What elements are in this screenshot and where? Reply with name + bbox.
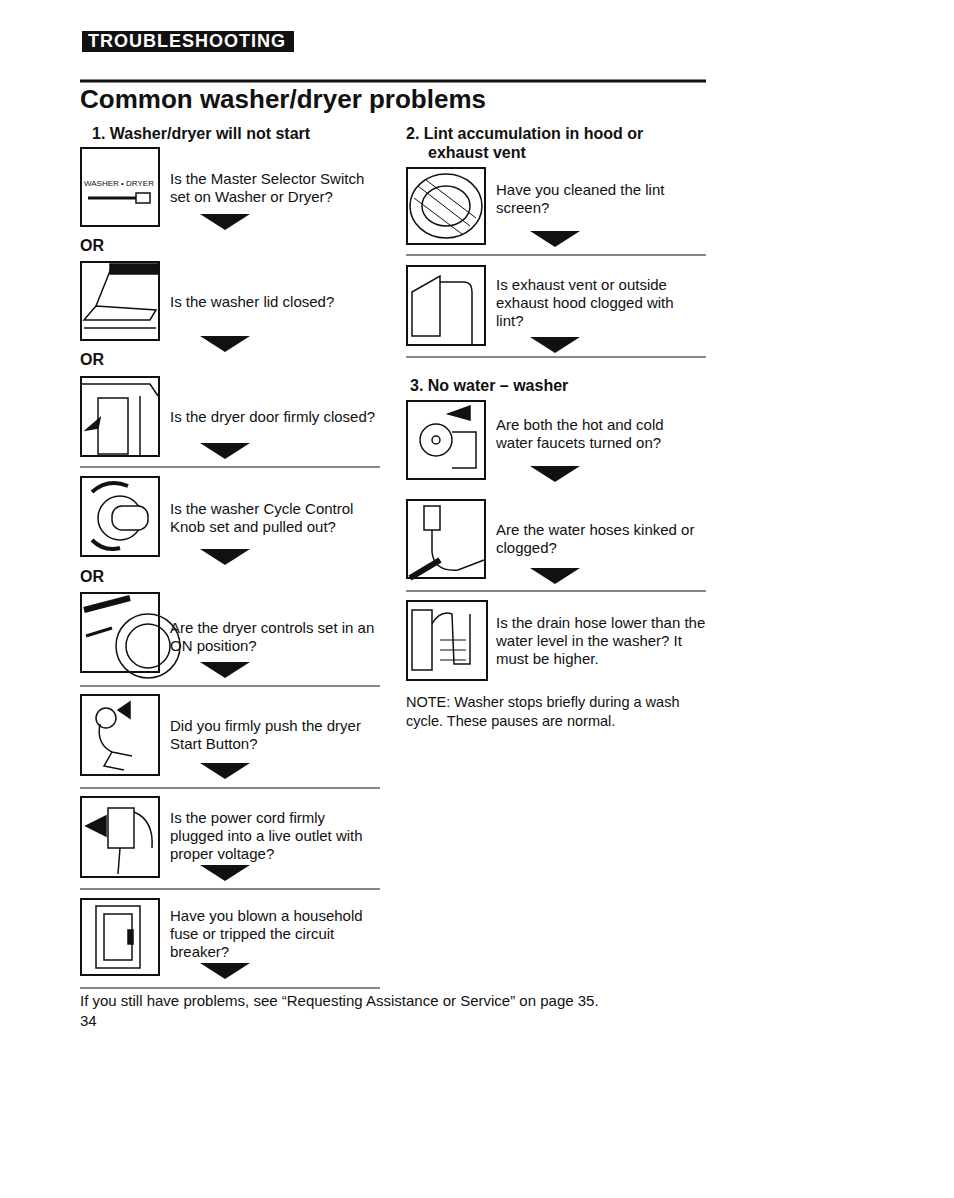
page-number: 34	[80, 1011, 97, 1030]
icons	[82, 174, 484, 968]
question-text: Have you cleaned the lint screen?	[496, 181, 696, 217]
icon-box: Is the power cord firmly plugged into a …	[80, 796, 160, 878]
question-text: Are both the hot and cold water faucets …	[496, 416, 696, 452]
question-text: Is the washer Cycle Control Knob set and…	[170, 500, 380, 536]
question-text: Is the power cord firmly plugged into a …	[170, 809, 380, 863]
rule-lines	[80, 81, 706, 988]
icon-box: Is the washer lid closed?	[80, 261, 160, 341]
question-text: Have you blown a household fuse or tripp…	[170, 907, 380, 961]
icon-box: Is the drain hose lower than the water l…	[406, 600, 488, 681]
icon-box: Are the dryer controls set in an ON posi…	[80, 592, 160, 673]
section-heading: 2. Lint accumulation in hood or exhaust …	[406, 124, 708, 162]
question-text: Are the dryer controls set in an ON posi…	[170, 619, 385, 655]
icon-box: WASHER • DRYERIs the Master Selector Swi…	[80, 147, 160, 227]
footer-text: If you still have problems, see “Request…	[80, 991, 840, 1010]
section-heading: 3. No water – washer	[410, 376, 700, 395]
icon-box: Is exhaust vent or outside exhaust hood …	[406, 265, 486, 346]
icon-box: Is the washer Cycle Control Knob set and…	[80, 476, 160, 557]
question-text: Are the water hoses kinked or clogged?	[496, 521, 696, 557]
question-text: Is the Master Selector Switch set on Was…	[170, 170, 380, 206]
question-text: Is the dryer door firmly closed?	[170, 408, 385, 426]
question-text: Is the washer lid closed?	[170, 293, 380, 311]
page-title: Common washer/dryer problems	[80, 84, 486, 115]
or-label: OR	[80, 236, 104, 255]
question-text: Is the drain hose lower than the water l…	[496, 614, 706, 668]
icon-box: Is the dryer door firmly closed?	[80, 376, 160, 457]
switch-label: WASHER • DRYER	[84, 179, 154, 189]
question-text: Did you firmly push the dryer Start Butt…	[170, 717, 380, 753]
icon-box: Have you cleaned the lint screen?	[406, 167, 486, 245]
icon-box: Did you firmly push the dryer Start Butt…	[80, 694, 160, 776]
question-text: Is exhaust vent or outside exhaust hood …	[496, 276, 696, 330]
icon-box: Have you blown a household fuse or tripp…	[80, 898, 160, 976]
or-label: OR	[80, 567, 104, 586]
section-bar: TROUBLESHOOTING	[82, 31, 294, 52]
section-heading: 1. Washer/dryer will not start	[92, 124, 392, 143]
icon-box: Are both the hot and cold water faucets …	[406, 400, 486, 480]
icon-box: Are the water hoses kinked or clogged?	[406, 499, 486, 579]
or-label: OR	[80, 350, 104, 369]
note-text: NOTE: Washer stops briefly during a wash…	[406, 693, 706, 731]
